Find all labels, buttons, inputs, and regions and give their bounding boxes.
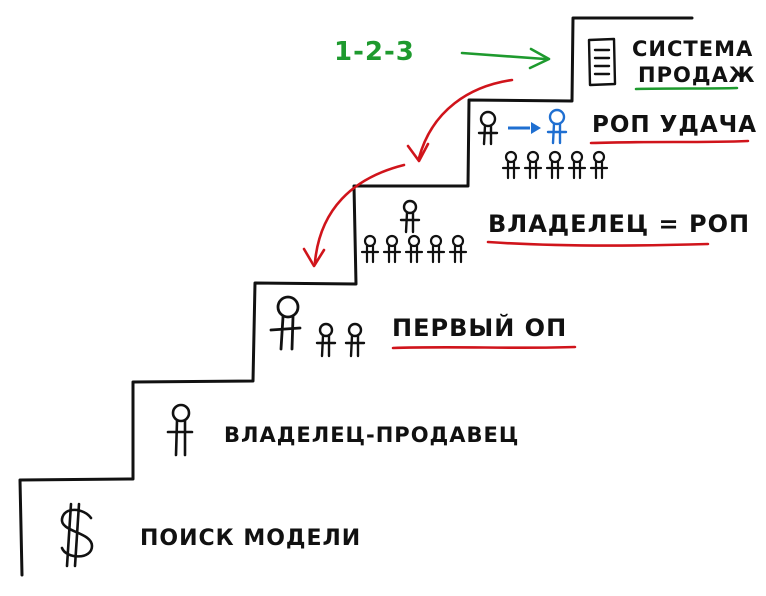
person-icon <box>589 150 609 180</box>
step-1-label: ПОИСК МОДЕЛИ <box>140 526 361 551</box>
step-2-label: ВЛАДЕЛЕЦ-ПРОДАВЕЦ <box>224 423 519 447</box>
step-5-label: РОП УДАЧА <box>592 112 757 138</box>
person-icon <box>546 108 568 145</box>
person-icon <box>477 110 499 146</box>
dollar-icon <box>60 502 94 568</box>
step-5-underline <box>589 139 750 145</box>
person-icon <box>166 403 194 457</box>
step-6-label-line1: СИСТЕМА <box>632 37 753 61</box>
person-icon <box>404 234 424 264</box>
feedback-arrow-lower <box>313 163 406 264</box>
person-icon <box>426 234 446 264</box>
step-6-underline <box>634 86 739 91</box>
step-4-underline <box>486 240 710 247</box>
step-3-underline <box>391 345 577 350</box>
step-3-label: ПЕРВЫЙ ОП <box>392 313 567 342</box>
person-icon <box>545 150 565 180</box>
person-icon <box>399 199 421 234</box>
process-arrow <box>460 51 547 61</box>
process-label: 1-2-3 <box>334 37 415 67</box>
document-icon <box>587 37 617 87</box>
person-icon <box>448 234 468 264</box>
staircase-outline <box>18 16 694 577</box>
person-icon <box>360 234 380 264</box>
person-icon <box>315 322 337 358</box>
feedback-arrow-lower-head <box>302 247 326 268</box>
person-icon <box>567 150 587 180</box>
step-4-label: ВЛАДЕЛЕЦ = РОП <box>488 210 750 238</box>
step-6-label-line2: ПРОДАЖ <box>638 63 755 87</box>
person-icon <box>269 295 302 351</box>
person-icon <box>344 322 366 358</box>
person-icon <box>382 234 402 264</box>
process-arrow-head <box>528 47 551 70</box>
feedback-arrow-upper-head <box>406 142 430 163</box>
replacement-arrow-head <box>531 122 541 134</box>
person-icon <box>523 150 543 180</box>
person-icon <box>501 150 521 180</box>
feedback-arrow-upper <box>417 78 514 160</box>
